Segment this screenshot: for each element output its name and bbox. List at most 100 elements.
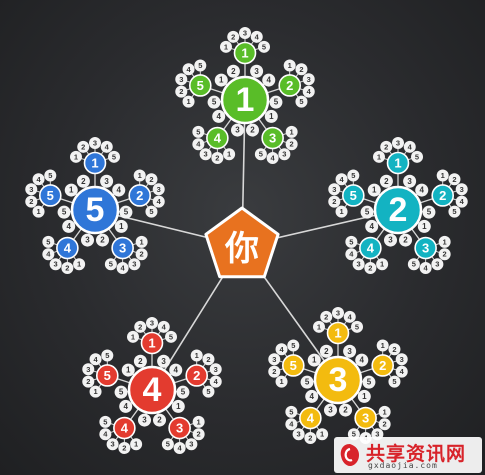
cluster-1-leaf-node-label: 5 [259, 150, 263, 159]
cluster-5-hub-node: 5 [70, 185, 120, 235]
cluster-3-child-node-4: 4 [299, 406, 322, 430]
cluster-1-child-node-1: 1 [233, 41, 257, 65]
cluster-5-leaf-node-label: 5 [149, 207, 153, 216]
cluster-3-hub-node-label: 3 [329, 361, 348, 399]
cluster-1-leaf-node: 1 [283, 59, 296, 72]
cluster-1-child-node-3: 3 [261, 126, 284, 150]
cluster-4-ring-node-label: 2 [157, 416, 162, 425]
cluster-2-ring-node-label: 1 [372, 186, 377, 195]
cluster-5-ring-node: 3 [81, 233, 95, 247]
cluster-5-leaf-node-label: 1 [140, 237, 144, 246]
cluster-4-leaf-node: 4 [209, 375, 222, 388]
cluster-1-leaf-node-label: 5 [196, 127, 200, 136]
cluster-1-leaf-node-label: 2 [215, 154, 219, 163]
cluster-4-leaf-node: 4 [99, 428, 112, 441]
cluster-1-leaf-node: 2 [211, 152, 224, 165]
cluster-2-leaf-node-label: 5 [351, 171, 355, 180]
cluster-4-leaf-node: 4 [89, 353, 102, 366]
cluster-3-leaf-node-label: 3 [272, 355, 276, 364]
cluster-1-ring-node-label: 3 [254, 67, 259, 76]
cluster-3-child-node-4-label: 4 [307, 411, 315, 426]
cluster-1-ring-node: 1 [264, 109, 278, 123]
cluster-2-leaf-node: 3 [431, 258, 444, 271]
cluster-1-ring-node-label: 5 [274, 98, 279, 107]
cluster-1-ring-node: 3 [250, 64, 264, 78]
cluster-3-leaf-node-label: 2 [272, 367, 276, 376]
watermark-subtitle: gxdaojia.com [368, 461, 438, 470]
cluster-1-ring-node: 4 [212, 109, 226, 123]
cluster-5-ring-node-label: 3 [104, 177, 109, 186]
cluster-5-leaf-node-label: 3 [29, 185, 33, 194]
cluster-4-leaf-node: 1 [192, 415, 205, 428]
cluster-4-leaf-node-label: 4 [162, 322, 167, 331]
cluster-1-ring-node: 4 [262, 73, 276, 87]
cluster-1-leaf-node: 2 [175, 85, 188, 98]
cluster-1-child-node-5-label: 5 [197, 78, 204, 93]
cluster-3-leaf-node: 4 [395, 365, 408, 378]
cluster-4-ring-node: 4 [169, 363, 183, 377]
cluster-4-ring-node-label: 5 [181, 388, 186, 397]
cluster-5-ring-node: 2 [95, 233, 109, 247]
cluster-4-leaf-node-label: 5 [166, 440, 170, 449]
cluster-3-leaf-node: 5 [388, 375, 401, 388]
cluster-1-leaf-node: 3 [239, 27, 251, 39]
cluster-4-leaf-node-label: 5 [103, 417, 107, 426]
cluster-2-leaf-node-label: 3 [357, 260, 361, 269]
cluster-5-leaf-node: 4 [32, 173, 45, 186]
cluster-2-leaf-node-label: 3 [396, 139, 400, 148]
center-node: 你 [204, 206, 280, 279]
cluster-2-leaf-node: 2 [328, 195, 341, 208]
cluster-1-leaf-node-label: 4 [307, 87, 312, 96]
cluster-4-leaf-node-label: 1 [195, 351, 199, 360]
cluster-5-leaf-node: 4 [152, 195, 165, 208]
cluster-4-leaf-node: 1 [126, 330, 139, 343]
cluster-1-hub-node: 1 [220, 75, 270, 125]
cluster-4-ring-node-label: 4 [123, 402, 128, 411]
cluster-5-leaf-node-label: 2 [140, 250, 144, 259]
cluster-5-leaf-node: 1 [69, 150, 82, 163]
cluster-5-ring-node: 5 [119, 205, 133, 219]
cluster-3-leaf-node: 2 [320, 310, 333, 323]
cluster-1-ring-node-label: 3 [235, 126, 240, 135]
cluster-4-leaf-node: 1 [130, 438, 143, 451]
cluster-1-child-node-3-label: 3 [269, 131, 276, 146]
cluster-1-leaf-node: 4 [192, 138, 205, 151]
cluster-1-leaf-node: 5 [254, 148, 267, 161]
cluster-1-ring-node: 5 [207, 95, 221, 109]
cluster-1-child-node-1-label: 1 [241, 46, 248, 61]
cluster-4-leaf-node-label: 1 [134, 440, 138, 449]
cluster-3-leaf-node-label: 3 [336, 309, 340, 318]
cluster-1-leaf-node-label: 5 [262, 42, 266, 51]
cluster-3-ring-node: 1 [357, 389, 371, 403]
cluster-1-leaf-node: 5 [194, 59, 207, 72]
cluster-3-leaf-node-label: 5 [392, 377, 396, 386]
cluster-5-leaf-node: 1 [133, 169, 146, 182]
center-node-label: 你 [224, 229, 259, 269]
cluster-3-leaf-node-label: 2 [324, 312, 328, 321]
cluster-4-leaf-node: 2 [134, 320, 147, 333]
cluster-1-leaf-node-label: 1 [186, 97, 190, 106]
cluster-4-ring-node: 1 [121, 363, 135, 377]
cluster-1-leaf-node-label: 5 [198, 61, 202, 70]
cluster-5-leaf-node: 4 [100, 140, 113, 153]
cluster-1-leaf-node: 3 [278, 148, 291, 161]
cluster-3-leaf-node-label: 4 [289, 420, 294, 429]
cluster-2-leaf-node: 4 [335, 173, 348, 186]
cluster-5-ring-node: 3 [100, 174, 114, 188]
cluster-4-leaf-node: 4 [173, 442, 186, 455]
cluster-2-ring-node-label: 3 [407, 177, 412, 186]
cluster-5-leaf-node: 3 [49, 258, 62, 271]
cluster-3-leaf-node: 3 [292, 428, 305, 441]
cluster-2-leaf-node: 5 [407, 258, 420, 271]
cluster-2-leaf-node-label: 2 [452, 175, 456, 184]
cluster-1-ring-node-label: 1 [269, 112, 274, 121]
cluster-2-leaf-node: 4 [403, 140, 416, 153]
cluster-4-leaf-node: 5 [202, 385, 215, 398]
cluster-2-ring-node: 3 [403, 174, 417, 188]
cluster-5-leaf-node-label: 5 [48, 171, 52, 180]
cluster-5-child-node-1: 1 [83, 151, 107, 175]
cluster-3-leaf-node-label: 4 [279, 345, 284, 354]
cluster-5-ring-node-label: 5 [124, 208, 129, 217]
cluster-2-leaf-node-label: 5 [349, 237, 353, 246]
cluster-3-leaf-node: 1 [275, 375, 288, 388]
